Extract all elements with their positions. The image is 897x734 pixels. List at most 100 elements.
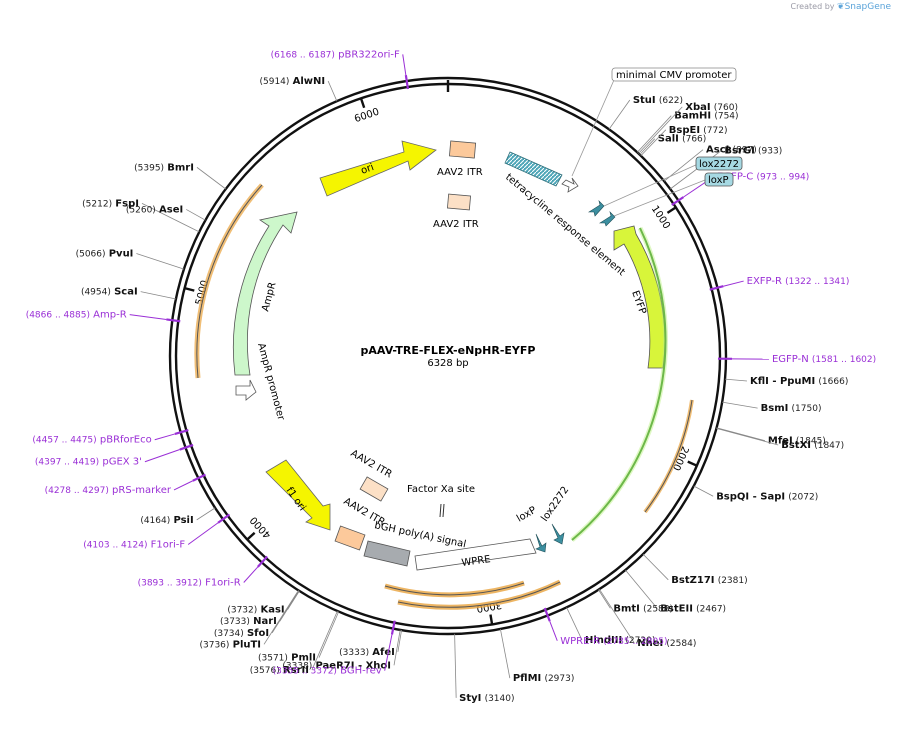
enzyme-name: PsiI (173, 515, 193, 526)
snapgene-leaf-icon: ❦ (837, 2, 845, 12)
brand-prefix: Created by (790, 2, 835, 11)
enzyme-label: StyI (3140) (459, 693, 514, 704)
enzyme-leader (263, 590, 299, 645)
enzyme-name: AseI (159, 204, 183, 215)
enzyme-name: NheI (637, 638, 663, 649)
wpre-label: WPRE (461, 554, 491, 569)
primer-name: pGEX 3' (102, 457, 142, 468)
orange-arc-right-line (644, 399, 693, 513)
primer-label: (4457 .. 4475) pBRforEco (32, 435, 151, 446)
primer-marker (192, 473, 206, 482)
enzyme-label: (3576) RsrII (250, 665, 309, 676)
flex-green-glow (570, 226, 668, 542)
enzyme-name: HindIII (585, 635, 622, 646)
enzyme-position: (766) (682, 135, 706, 145)
enzyme-label: BamHI (754) (674, 111, 738, 122)
enzyme-name: BmtI (613, 603, 640, 614)
primer-label: (4103 .. 4124) F1ori-F (83, 539, 185, 550)
enzyme-label: (3338) PaeR7I - XhoI (282, 660, 391, 671)
enzyme-name: AlwNI (293, 76, 326, 87)
lox2272-tag-label: lox2272 (699, 159, 739, 170)
enzyme-label: AscI (897) (706, 145, 757, 156)
ori-label: ori (360, 162, 376, 177)
enzyme-leader (725, 378, 747, 382)
enzyme-label: BmtI (2588) (613, 603, 673, 614)
ampr-promoter-label: AmpR promoter (255, 342, 286, 422)
aav2-itr-box-mid (446, 193, 472, 211)
primer-leader (187, 522, 219, 545)
enzyme-position: (2381) (718, 576, 748, 586)
primer-position: (973 .. 994) (756, 172, 809, 182)
enzyme-name: SalI (658, 134, 679, 145)
enzyme-name: KflI - PpuMI (750, 376, 815, 387)
enzyme-label: BsrGI (933) (724, 146, 782, 157)
primer-name: F1ori-R (205, 578, 241, 589)
enzyme-leader (693, 485, 714, 497)
enzyme-label: (5395) BmrI (134, 162, 194, 173)
enzyme-name: MfeI (768, 436, 793, 447)
primer-position: (1322 .. 1341) (785, 277, 849, 287)
primer-label: (4278 .. 4297) pRS-marker (45, 485, 172, 496)
enzyme-label: (3333) AfeI (339, 647, 395, 658)
enzyme-label: MfeI (1845) (768, 436, 826, 447)
primer-marker (671, 196, 685, 206)
enzyme-leader (599, 588, 635, 644)
tick-mark (184, 286, 195, 292)
factor-xa-marker-2 (442, 503, 445, 518)
enzyme-name: StyI (459, 693, 481, 704)
enzyme-label: NheI (2584) (637, 638, 696, 649)
plasmid-name: pAAV-TRE-FLEX-eNpHR-EYFP (361, 344, 536, 357)
enzyme-position: (5212) (82, 199, 112, 209)
enzyme-label: BstXI (1847) (781, 440, 844, 451)
enzyme-label: (5260) AseI (126, 204, 183, 215)
primer-position: (4278 .. 4297) (45, 486, 109, 496)
enzyme-name: PflMI (513, 673, 541, 684)
primer-position: (4866 .. 4885) (26, 311, 90, 321)
tick-label: 6000 (353, 107, 381, 126)
enzyme-leader (722, 401, 758, 409)
enzyme-position: (1847) (814, 441, 844, 451)
enzyme-name: PluTI (233, 639, 261, 650)
primer-marker (166, 318, 181, 323)
primer-label: EGFP-N (1581 .. 1602) (772, 354, 876, 365)
orange-arc-bottom-2-line (397, 581, 561, 608)
f1-ori-arrow (265, 459, 331, 531)
primer-label: WPRE-R (2785 .. 2805) (560, 636, 667, 647)
loxp-arrow-top (598, 211, 616, 227)
enzyme-label: SalI (766) (658, 134, 707, 145)
enzyme-name: BamHI (674, 111, 711, 122)
primer-name: Amp-R (93, 310, 127, 321)
enzyme-position: (622) (659, 96, 683, 106)
tick-mark (489, 614, 494, 625)
primer-label: EGFP-C (973 .. 994) (717, 171, 809, 182)
enzyme-label: BspQI - SapI (2072) (716, 491, 818, 502)
bgh-polya-box (363, 540, 411, 567)
aav2-itr-box-bottom (334, 525, 366, 551)
backbone-outer-ring (168, 76, 728, 636)
plasmid-size: 6328 bp (427, 358, 468, 369)
enzyme-label: BspEI (772) (669, 125, 728, 136)
enzyme-name: BspEI (669, 125, 700, 136)
enzyme-position: (3140) (485, 694, 515, 704)
lox2272-label-bottom: lox2272 (539, 485, 571, 524)
enzyme-name: BsmI (761, 403, 789, 414)
primer-position: (2785 .. 2805) (603, 637, 667, 647)
aav2-itr-label-top: AAV2 ITR (437, 167, 483, 178)
primer-leader (384, 634, 393, 671)
tre-label: tetracycline response element (503, 172, 627, 278)
minimal-cmv-promoter-label: minimal CMV promoter (616, 70, 732, 81)
enzyme-leader (640, 129, 667, 157)
enzyme-label: (5914) AlwNI (259, 76, 325, 87)
enzyme-leader (397, 630, 402, 652)
enzyme-label: (5066) PvuI (76, 249, 134, 260)
enzyme-name: BspQI - SapI (716, 491, 785, 502)
enzyme-name: PaeR7I - XhoI (316, 660, 392, 671)
minimal-cmv-promoter-arrow (561, 177, 579, 193)
enzyme-leader (639, 138, 656, 155)
primer-marker (404, 74, 410, 90)
enzyme-leader (500, 628, 511, 679)
enzyme-position: (5066) (76, 250, 106, 260)
primer-leader (549, 620, 558, 641)
